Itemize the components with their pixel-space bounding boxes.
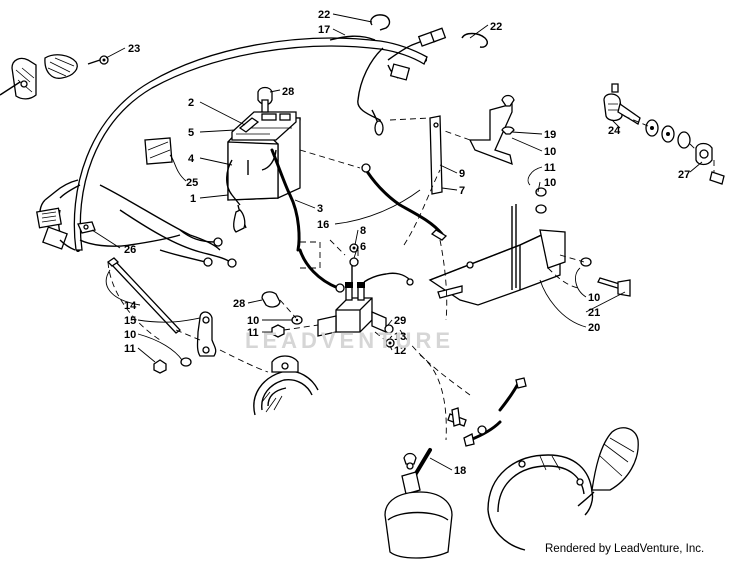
harness-connector-left [36,207,76,251]
mount-bracket-left [0,54,78,100]
leader-lines [91,13,703,471]
callout-21: 21 [588,307,600,319]
callout-27: 27 [678,169,690,181]
battery-vent-tube [226,159,241,206]
callout-22-right: 22 [490,21,502,33]
callout-10-right-mid: 10 [544,177,556,189]
callout-20: 20 [588,322,600,334]
callout-13: 13 [394,331,406,343]
harness-clip [77,221,96,234]
callout-23: 23 [128,43,140,55]
callout-7: 7 [459,185,465,197]
switch-nut-27 [695,142,725,185]
callout-16: 16 [317,219,329,231]
starter-motor [384,491,453,559]
callout-28-mid: 28 [233,298,245,310]
solenoid [317,282,387,337]
callout-10-right-top: 10 [544,146,556,158]
callout-25: 25 [186,177,198,189]
callout-8: 8 [360,225,366,237]
callout-14: 14 [124,300,137,312]
battery-negative-cable [233,148,301,252]
callout-19: 19 [544,129,556,141]
engine-case-left [253,355,319,416]
hold-down-strap-9 [429,115,443,195]
callout-4: 4 [188,153,195,165]
callout-11-right: 11 [544,162,556,174]
decal-25 [144,137,173,165]
starter-terminal-nut [477,425,487,435]
harness-ring-clip-top [370,14,391,31]
callout-26: 26 [124,244,136,256]
recoil-handle [577,427,639,507]
battery-positive-cable [299,149,448,241]
bracket-screw-23 [87,55,109,65]
callout-12: 12 [394,345,406,357]
callout-11-left: 11 [124,343,136,355]
mount-washer-10 [580,257,592,267]
washer-10-right [501,126,515,135]
callout-10-left: 10 [124,329,136,341]
nut-11-left [153,359,167,374]
nut-11-right [535,204,547,214]
harness-ring-clip-right [461,32,488,48]
callout-3: 3 [317,203,323,215]
callout-18: 18 [454,465,466,477]
solenoid-wire-6 [349,257,414,286]
mount-bolt-21 [597,277,631,297]
main-wiring-harness [39,27,447,268]
callout-17: 17 [318,24,330,36]
callout-24: 24 [608,125,621,137]
rectifier-bracket-15 [196,311,217,357]
solenoid-nut-13 [384,324,394,334]
nut-11-mid [271,324,285,338]
callout-9: 9 [459,168,465,180]
screw-14 [106,257,181,334]
callout-2: 2 [188,97,194,109]
callout-10-mid: 10 [247,315,259,327]
solenoid-wire-8 [349,243,359,253]
routing-lines [107,115,715,441]
callout-15: 15 [124,315,136,327]
washer-10-mid [291,315,303,325]
callout-10-bottom-right: 10 [588,292,600,304]
switch-washers [645,119,691,149]
hold-down-bracket-19 [468,94,515,166]
starter-cable [463,377,527,447]
callout-1: 1 [190,193,196,205]
callout-22-top: 22 [318,9,330,21]
ignition-switch-24 [603,83,641,125]
watermark-text: LEADVENTURE [245,328,455,353]
battery-cap-5 [238,117,260,133]
washer-10-left [180,357,192,367]
mount-stud-7 [511,204,517,290]
ground-strap-18 [401,448,432,495]
washer-10-right-lower [535,187,547,197]
flywheel-housing [487,454,594,551]
callout-5: 5 [188,127,194,139]
callout-6: 6 [360,241,366,253]
callout-11-mid: 11 [247,327,259,339]
render-credit: Rendered by LeadVenture, Inc. [545,543,705,555]
callout-29: 29 [394,315,406,327]
ground-cable-to-solenoid [298,248,345,293]
callout-28-top: 28 [282,86,294,98]
starter-bolt [447,407,467,427]
terminal-boot-solenoid [261,291,281,308]
battery [227,111,301,201]
mount-plate-bolt [437,285,463,299]
terminal-boot-top [257,86,273,113]
callouts: 22 17 22 23 28 2 5 4 25 1 3 16 19 10 9 7… [124,9,690,477]
